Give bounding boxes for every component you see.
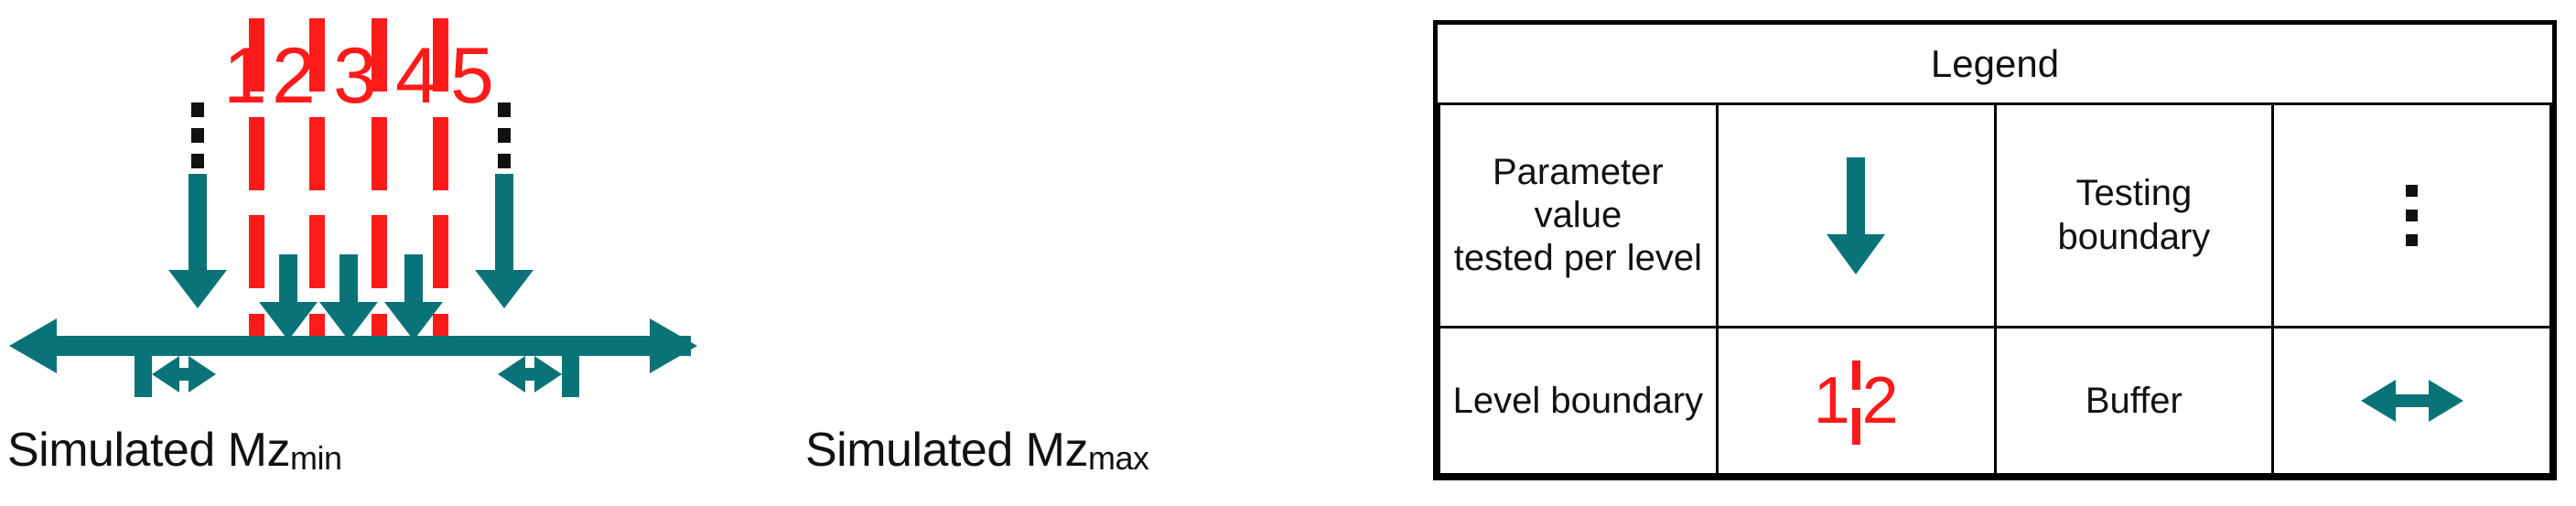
axis-label-max-main: Simulated Mz [805,424,1089,477]
legend-label-level-boundary: Level boundary [1438,326,1719,476]
legend-label-testing-boundary: Testing boundary [1993,102,2275,329]
legend-symbol-double-arrow-cell [2271,326,2552,476]
parameter-value-arrow [384,254,443,340]
buffer-tick-right [562,351,579,397]
axis-label-max: Simulated Mzmax [805,423,1149,478]
legend-label-line2: boundary [2057,216,2211,257]
level-boundary-line [372,18,387,350]
double-headed-arrow-icon [2360,380,2463,423]
legend-row-1: Parameter value tested per level Testing… [1438,102,2552,329]
dot [2406,185,2419,198]
legend-title: Legend [1439,25,2551,105]
level-number-1: 1 [223,32,267,120]
legend-level-number-right: 2 [1861,364,1899,438]
dot [2406,234,2419,247]
level-number-2: 2 [272,32,316,120]
testing-boundary-dots-right [498,102,511,168]
parameter-value-arrow [319,254,378,340]
legend-label-parameter-value: Parameter value tested per level [1438,102,1719,329]
axis-label-min-sub: min [290,439,342,477]
axis-diagram-svg [9,18,697,397]
parameter-value-arrows [168,174,534,340]
level-boundary-line [249,18,264,350]
legend-row-2: Level boundary 1 2 Buffer [1438,326,2552,476]
dot [2406,210,2419,222]
buffer-double-arrow-left [152,356,216,393]
buffer-left [135,351,216,397]
red-dashed-boundary-icon [1851,361,1860,446]
testing-boundary-dots-left [191,102,204,168]
axis-label-max-sub: max [1088,439,1149,477]
legend-table: Legend Parameter value tested per level … [1433,20,2557,480]
buffer-tick-left [135,351,152,397]
parameter-value-arrow [259,254,318,340]
level-boundary-lines [249,18,448,350]
axis-label-min: Simulated Mzmin [7,423,342,478]
legend-level-number-left: 1 [1813,364,1850,438]
number-line-axis [9,318,697,373]
level-number-5: 5 [450,32,494,120]
vertical-dotted-line-icon [2406,185,2419,247]
legend-symbol-dotted-line-cell [2271,102,2552,329]
parameter-value-arrow [168,174,227,308]
axis-label-min-main: Simulated Mz [7,424,291,477]
parameter-level-axis-diagram: 1 2 3 4 5 Simulated Mzmin Simulated Mzma… [7,18,1149,478]
legend-title-row: Legend [1439,25,2551,105]
down-arrow-icon [1827,156,1886,275]
legend-symbol-level-boundary-cell: 1 2 [1715,326,1997,476]
legend-label-line1: Parameter value [1493,151,1664,235]
level-number-3: 3 [333,32,377,120]
buffer-double-arrow-right [498,356,562,393]
buffer-right [498,351,579,397]
level-number-4: 4 [395,32,439,120]
legend-label-line1: Testing [2075,173,2193,214]
legend-symbol-down-arrow-cell [1715,102,1997,329]
parameter-value-arrow [475,174,534,308]
legend-label-buffer: Buffer [1993,326,2275,476]
legend-grid: Legend Parameter value tested per level … [1438,25,2552,476]
legend-label-line2: tested per level [1453,238,1703,279]
